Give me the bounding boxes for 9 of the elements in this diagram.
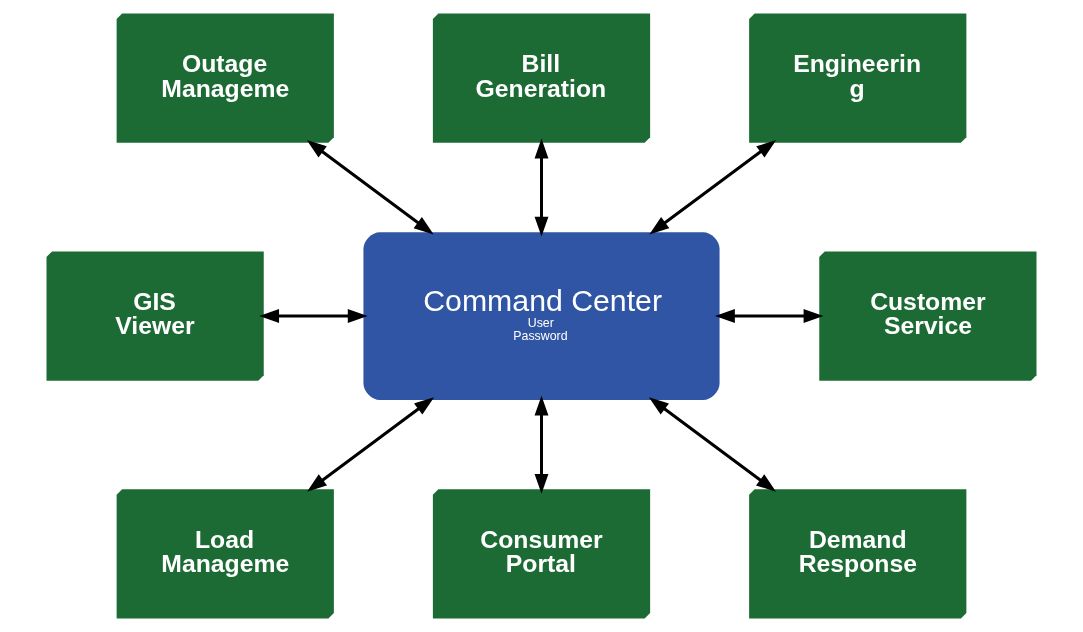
arrow xyxy=(306,397,435,492)
arrow xyxy=(649,140,777,235)
arrow xyxy=(306,140,434,235)
arrow xyxy=(534,138,549,237)
arrow xyxy=(259,309,368,323)
arrow xyxy=(534,395,549,494)
arrow xyxy=(648,397,777,492)
node-box: Command Center User Password xyxy=(363,232,720,400)
arrow xyxy=(715,309,824,323)
